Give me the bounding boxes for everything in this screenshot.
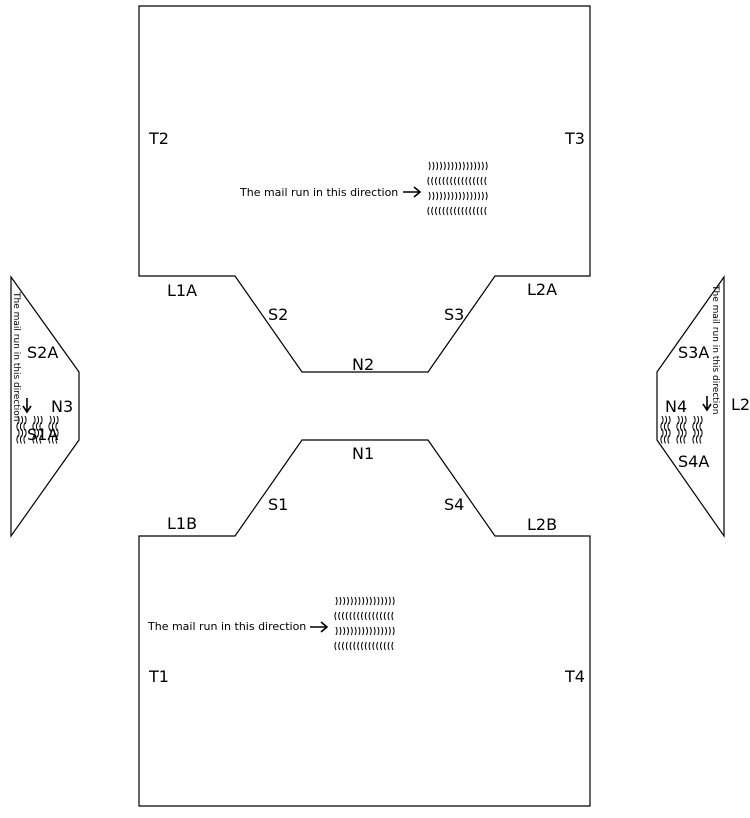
bottom-direction-arrow-icon <box>310 621 329 633</box>
label-s2a: S2A <box>27 343 58 362</box>
mesh-row <box>427 206 487 216</box>
mesh-row <box>677 428 687 438</box>
mesh-row <box>692 435 702 444</box>
mesh-row <box>33 428 43 438</box>
mesh-row <box>335 596 395 606</box>
mesh-row <box>661 428 671 438</box>
note-bottom-direction: The mail run in this direction <box>147 620 306 633</box>
label-t1: T1 <box>148 667 169 686</box>
mesh-row <box>334 611 394 621</box>
mesh-row <box>33 415 43 425</box>
mesh-row <box>692 422 702 431</box>
label-s4: S4 <box>444 495 464 514</box>
left-region-outline <box>10 275 80 538</box>
mesh-row <box>427 176 487 186</box>
label-s3: S3 <box>444 305 464 324</box>
label-l1b: L1B <box>167 514 197 533</box>
label-l2a: L2A <box>527 280 557 299</box>
mesh-pattern-bottom-icon <box>334 596 395 651</box>
mesh-row <box>32 435 42 444</box>
label-s1a: S1A <box>27 425 58 444</box>
mesh-row <box>660 422 670 431</box>
mesh-row <box>32 422 42 431</box>
label-t2: T2 <box>148 129 169 148</box>
mesh-row <box>16 422 26 431</box>
mesh-row <box>49 428 59 438</box>
label-n2: N2 <box>352 355 374 374</box>
mesh-row <box>676 435 686 444</box>
mesh-row <box>693 415 703 425</box>
label-n1: N1 <box>352 444 374 463</box>
note-top-direction: The mail run in this direction <box>239 186 398 199</box>
label-s3a: S3A <box>678 343 709 362</box>
mesh-pattern-right-icon <box>660 415 703 444</box>
mesh-row <box>48 422 58 431</box>
mesh-row <box>661 415 671 425</box>
mesh-row <box>428 191 488 201</box>
mesh-row <box>16 435 26 444</box>
right-direction-arrow-icon <box>702 396 712 412</box>
mesh-row <box>49 415 59 425</box>
top-region-outline <box>138 5 591 373</box>
label-s2: S2 <box>268 305 288 324</box>
label-l2: L2 <box>731 395 750 414</box>
label-t4: T4 <box>564 667 585 686</box>
mesh-row <box>334 641 394 651</box>
label-n3: N3 <box>51 397 73 416</box>
label-n4: N4 <box>665 397 687 416</box>
mesh-row <box>335 626 395 636</box>
label-l2b: L2B <box>527 515 557 534</box>
mesh-pattern-top-icon <box>427 161 488 216</box>
mesh-row <box>17 415 27 425</box>
left-direction-arrow-icon <box>22 398 32 414</box>
mesh-row <box>660 435 670 444</box>
note-left-direction: The mail run in this direction <box>11 291 21 422</box>
mesh-row <box>428 161 488 171</box>
top-direction-arrow-icon <box>403 186 422 198</box>
mesh-row <box>693 428 703 438</box>
label-s1: S1 <box>268 495 288 514</box>
right-region-outline <box>656 275 725 538</box>
mesh-row <box>677 415 687 425</box>
mesh-pattern-left-icon <box>16 415 59 444</box>
mesh-row <box>17 428 27 438</box>
label-t3: T3 <box>564 129 585 148</box>
note-right-direction: The mail run in this direction <box>710 284 720 415</box>
label-s4a: S4A <box>678 452 709 471</box>
mesh-row <box>676 422 686 431</box>
bottom-region-outline <box>138 439 591 807</box>
mesh-row <box>48 435 58 444</box>
label-l1a: L1A <box>167 281 197 300</box>
